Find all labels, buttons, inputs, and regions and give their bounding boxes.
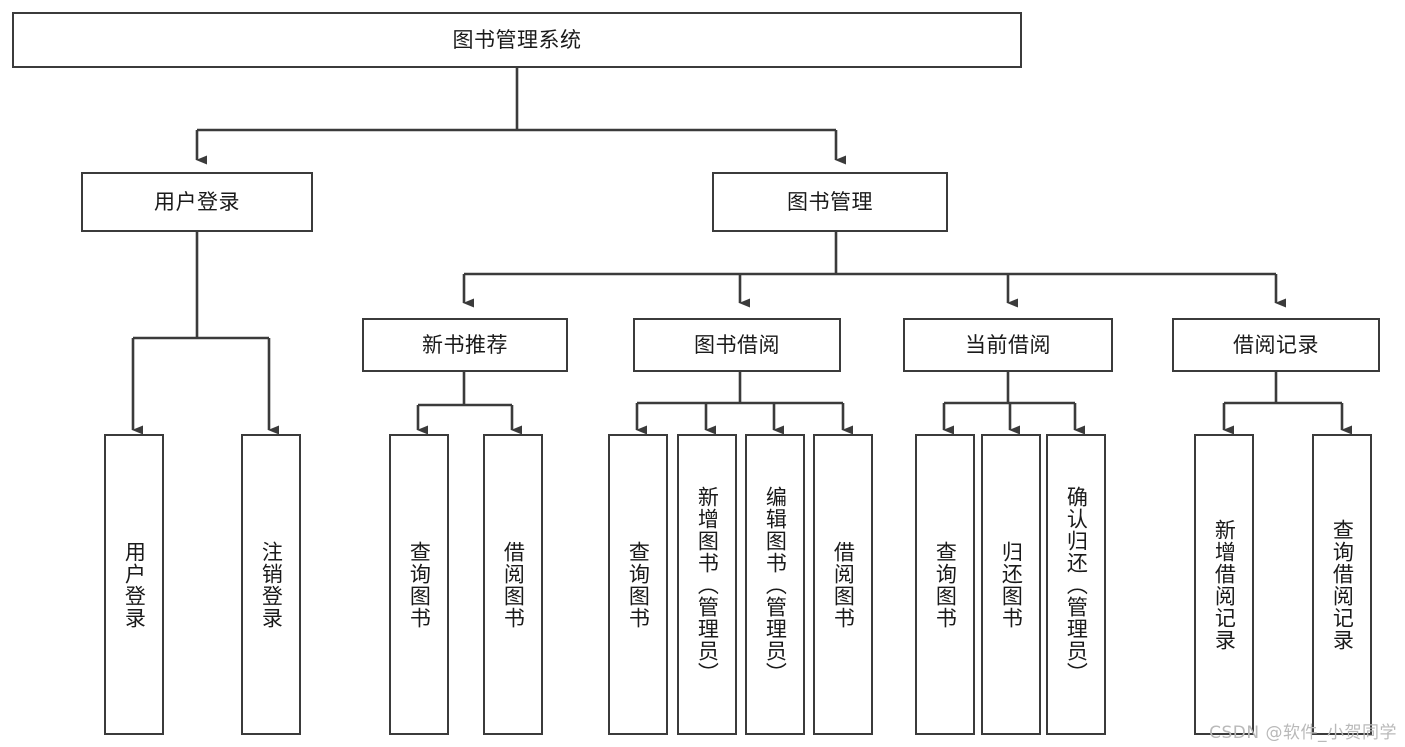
leaf-query-books-a[interactable]: 查询图书 (389, 434, 449, 735)
node-book-borrow-label: 图书借阅 (694, 332, 780, 357)
leaf-query-books-c-label: 查询图书 (933, 540, 958, 629)
leaf-user-login-label: 用户登录 (122, 540, 147, 629)
leaf-confirm-return-admin[interactable]: 确认归还（管理员） (1046, 434, 1106, 735)
node-borrow-records-label: 借阅记录 (1233, 332, 1319, 357)
node-current-borrow[interactable]: 当前借阅 (903, 318, 1113, 372)
leaf-add-borrow-record-label: 新增借阅记录 (1212, 518, 1237, 651)
csdn-watermark: CSDN @软件_小贺同学 (1209, 723, 1397, 743)
leaf-return-books-label: 归还图书 (999, 540, 1024, 629)
leaf-logout-label: 注销登录 (259, 540, 284, 629)
leaf-query-books-a-label: 查询图书 (407, 540, 432, 629)
leaf-borrow-books-b[interactable]: 借阅图书 (813, 434, 873, 735)
node-current-borrow-label: 当前借阅 (965, 332, 1051, 357)
leaf-edit-book-admin[interactable]: 编辑图书（管理员） (745, 434, 805, 735)
leaf-borrow-books-a-label: 借阅图书 (501, 540, 526, 629)
leaf-add-book-admin[interactable]: 新增图书（管理员） (677, 434, 737, 735)
node-new-book-recommend[interactable]: 新书推荐 (362, 318, 568, 372)
node-user-login-label: 用户登录 (154, 189, 240, 214)
node-root-label: 图书管理系统 (452, 27, 582, 52)
leaf-user-login[interactable]: 用户登录 (104, 434, 164, 735)
node-new-book-recommend-label: 新书推荐 (422, 332, 508, 357)
leaf-query-borrow-record[interactable]: 查询借阅记录 (1312, 434, 1372, 735)
node-book-borrow[interactable]: 图书借阅 (633, 318, 841, 372)
leaf-edit-book-admin-label: 编辑图书（管理员） (763, 485, 788, 684)
leaf-query-books-c[interactable]: 查询图书 (915, 434, 975, 735)
leaf-logout[interactable]: 注销登录 (241, 434, 301, 735)
leaf-return-books[interactable]: 归还图书 (981, 434, 1041, 735)
leaf-query-borrow-record-label: 查询借阅记录 (1330, 518, 1355, 651)
leaf-query-books-b-label: 查询图书 (626, 540, 651, 629)
node-root[interactable]: 图书管理系统 (12, 12, 1022, 68)
leaf-confirm-return-admin-label: 确认归还（管理员） (1064, 485, 1089, 684)
node-user-login[interactable]: 用户登录 (81, 172, 313, 232)
leaf-borrow-books-b-label: 借阅图书 (831, 540, 856, 629)
leaf-add-book-admin-label: 新增图书（管理员） (695, 485, 720, 684)
node-book-management-label: 图书管理 (787, 189, 873, 214)
leaf-borrow-books-a[interactable]: 借阅图书 (483, 434, 543, 735)
node-book-management[interactable]: 图书管理 (712, 172, 948, 232)
node-borrow-records[interactable]: 借阅记录 (1172, 318, 1380, 372)
leaf-query-books-b[interactable]: 查询图书 (608, 434, 668, 735)
leaf-add-borrow-record[interactable]: 新增借阅记录 (1194, 434, 1254, 735)
